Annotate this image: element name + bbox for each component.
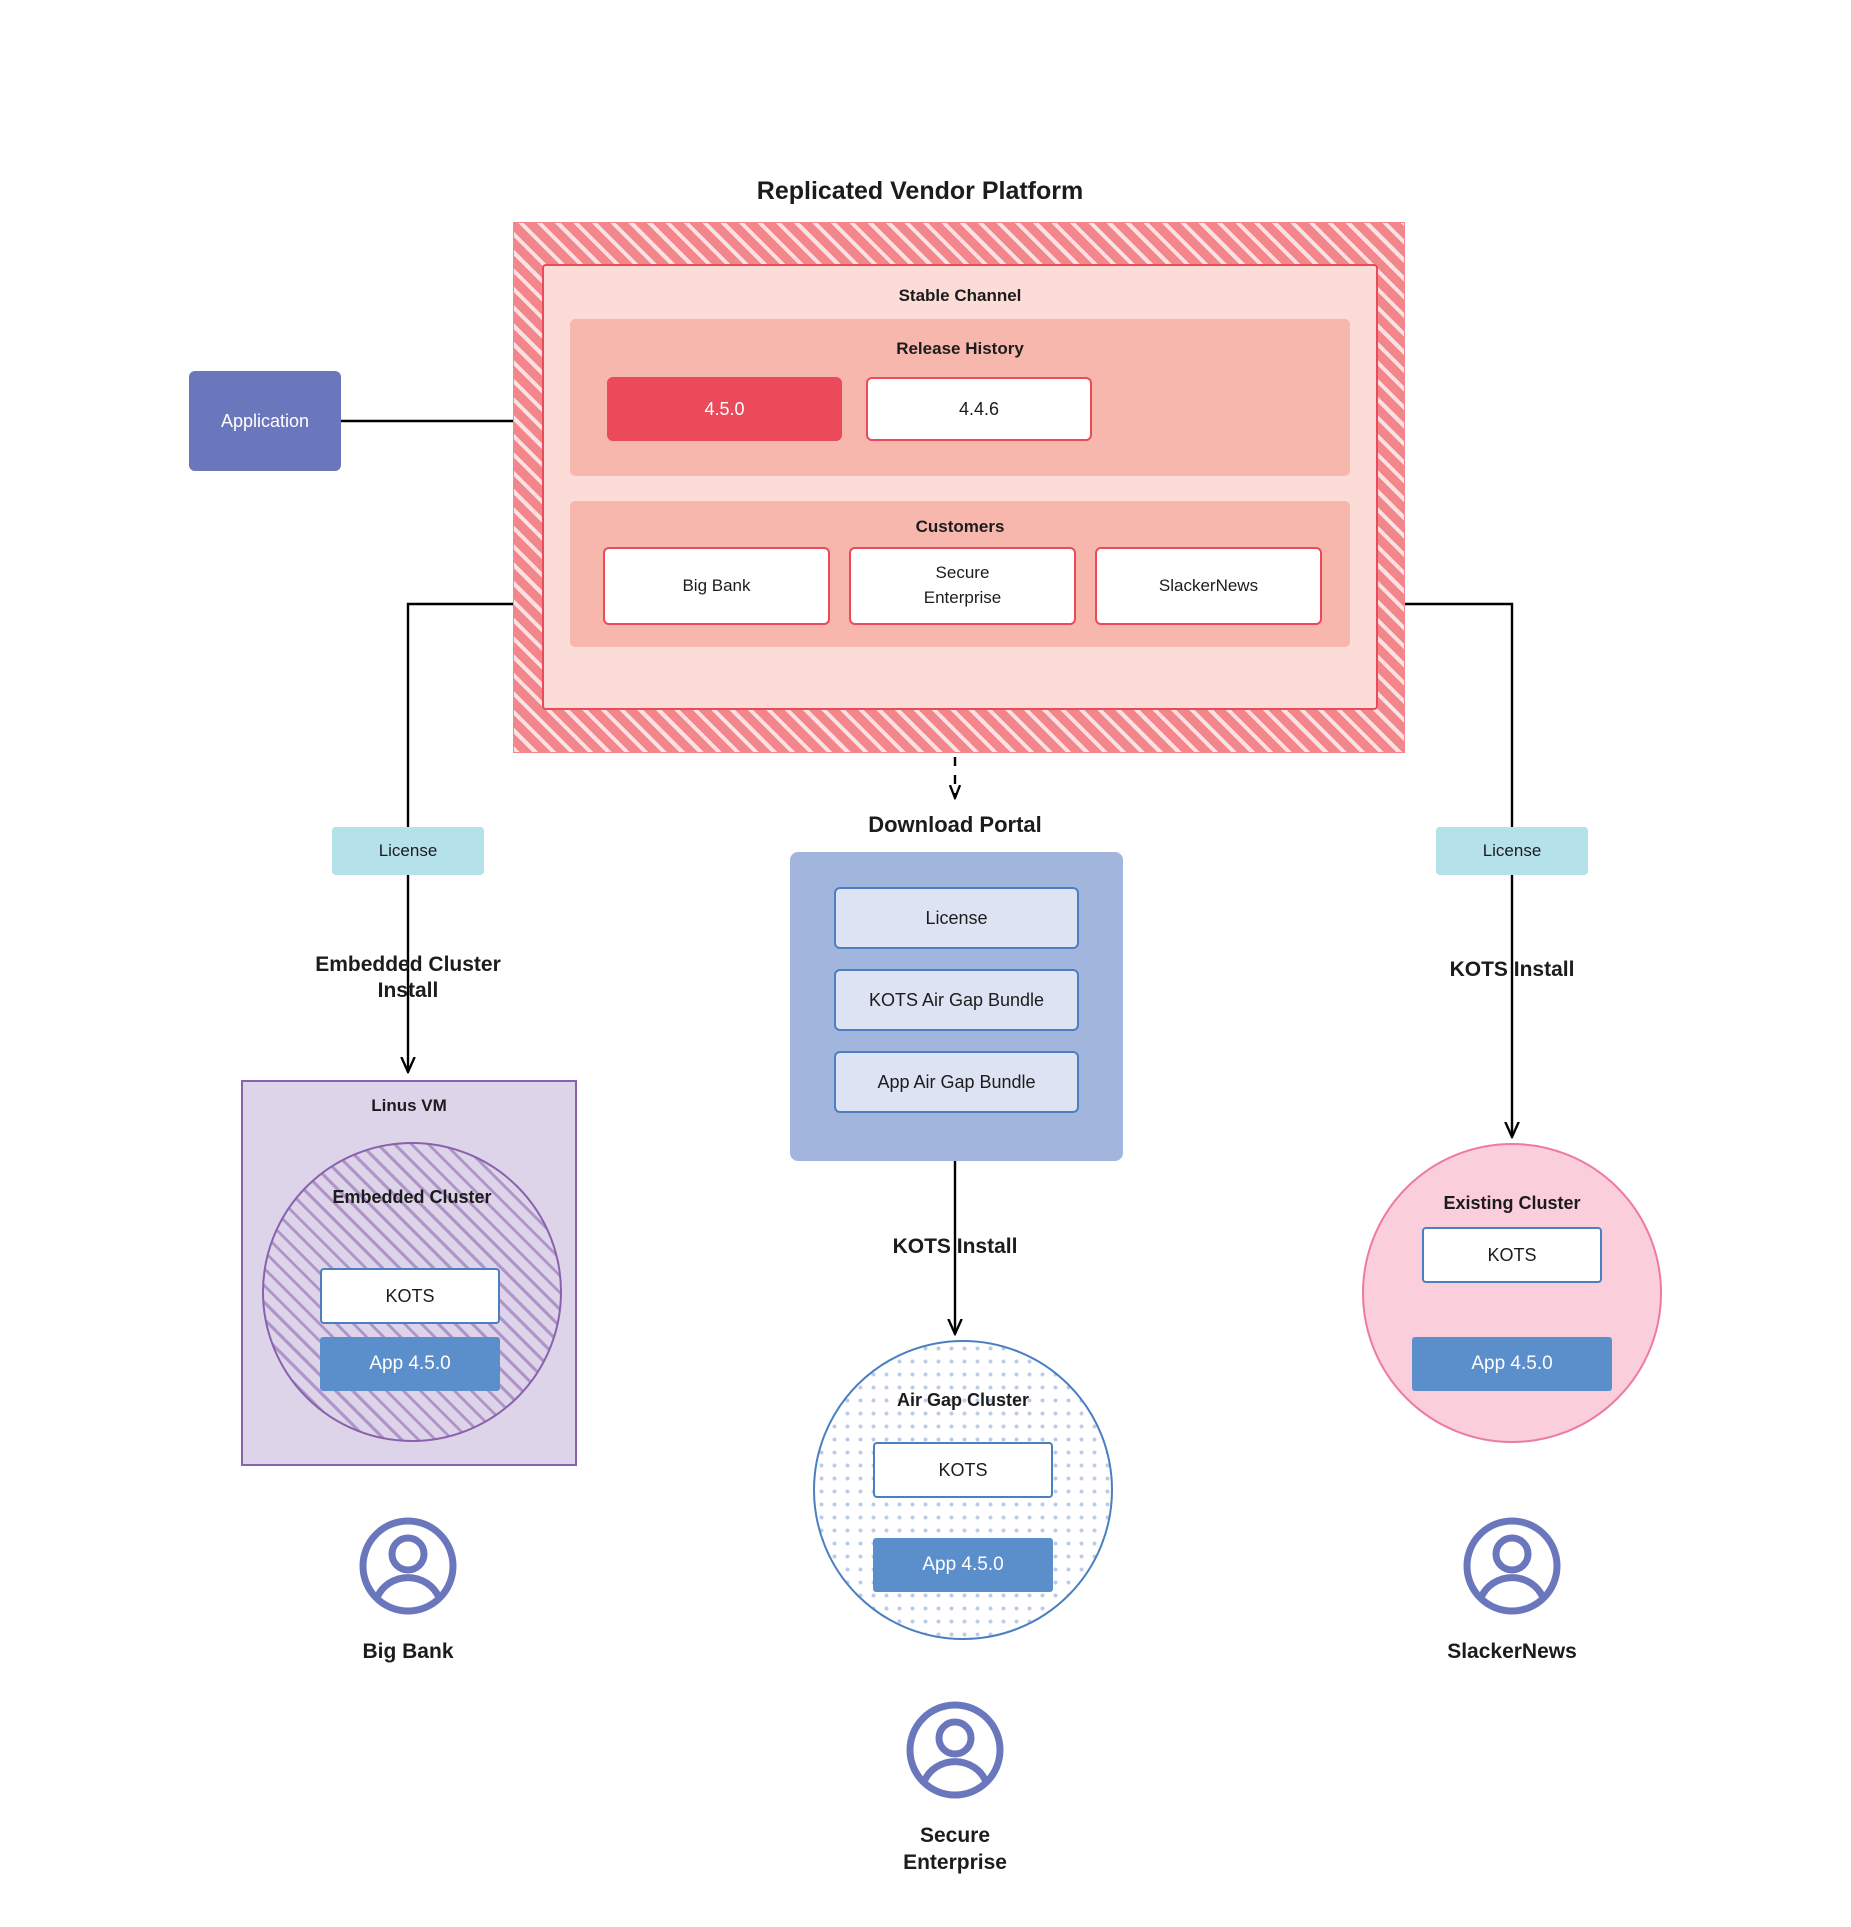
customers-container: Customers Big Bank Secure Enterprise Sla… <box>570 501 1350 647</box>
app-box-existing[interactable]: App 4.5.0 <box>1412 1337 1612 1391</box>
app-label: App 4.5.0 <box>922 1554 1004 1575</box>
customer-name: SlackerNews <box>1158 575 1259 595</box>
vendor-platform-container: Stable Channel Release History 4.5.0 4.4… <box>513 222 1405 753</box>
existing-cluster-title: Existing Cluster <box>1443 1193 1581 1213</box>
release-card-current[interactable]: 4.5.0 <box>607 377 842 441</box>
release-history-container: Release History 4.5.0 4.4.6 <box>570 319 1350 476</box>
customer-name: Big Bank <box>682 575 751 595</box>
stable-channel-container: Stable Channel Release History 4.5.0 4.4… <box>542 264 1378 710</box>
license-chip-right[interactable]: License <box>1436 827 1588 875</box>
kots-install-caption-right: KOTS Install <box>1449 957 1575 981</box>
kots-label: KOTS <box>385 1285 435 1306</box>
application-node[interactable]: Application <box>189 371 341 471</box>
release-card-older[interactable]: 4.4.6 <box>866 377 1092 441</box>
persona-label-slackernews: SlackerNews <box>1447 1640 1577 1663</box>
download-portal-caption: Download Portal <box>868 812 1042 837</box>
customer-name: Secure Enterprise <box>923 563 1002 607</box>
kots-install-caption-center: KOTS Install <box>892 1234 1018 1258</box>
embedded-cluster-title: Embedded Cluster <box>332 1187 492 1207</box>
customer-card-secure-enterprise[interactable]: Secure Enterprise <box>849 547 1076 625</box>
release-history-label: Release History <box>896 339 1024 358</box>
embedded-cluster-install-caption: Embedded Cluster Install <box>315 952 501 1002</box>
portal-item-label: License <box>925 907 988 928</box>
linux-vm-container: Linus VM Embedded Cluster KOTS App 4.5.0 <box>241 1080 577 1466</box>
application-label: Application <box>220 410 310 431</box>
persona-icon-slackernews <box>1463 1517 1561 1615</box>
portal-item-app-air-gap-bundle[interactable]: App Air Gap Bundle <box>834 1051 1079 1113</box>
stable-channel-label: Stable Channel <box>898 286 1022 305</box>
portal-item-label: KOTS Air Gap Bundle <box>868 989 1045 1010</box>
download-portal-container: License KOTS Air Gap Bundle App Air Gap … <box>790 852 1123 1161</box>
persona-label-secure-enterprise: Secure Enterprise <box>903 1824 1007 1875</box>
portal-item-label: App Air Gap Bundle <box>877 1071 1036 1092</box>
customer-card-big-bank[interactable]: Big Bank <box>603 547 830 625</box>
app-label: App 4.5.0 <box>369 1353 451 1374</box>
persona-icon-secure-enterprise <box>906 1701 1004 1799</box>
page-title: Replicated Vendor Platform <box>756 176 1084 205</box>
persona-label-big-bank: Big Bank <box>362 1640 454 1663</box>
release-version: 4.5.0 <box>704 398 745 419</box>
app-box-embedded[interactable]: App 4.5.0 <box>320 1337 500 1391</box>
license-label: License <box>378 841 438 860</box>
kots-box-embedded[interactable]: KOTS <box>320 1268 500 1324</box>
app-box-airgap[interactable]: App 4.5.0 <box>873 1538 1053 1592</box>
release-version: 4.4.6 <box>958 398 1000 419</box>
app-label: App 4.5.0 <box>1471 1353 1553 1374</box>
existing-cluster-circle: Existing Cluster <box>1362 1143 1662 1443</box>
customer-card-slackernews[interactable]: SlackerNews <box>1095 547 1322 625</box>
license-chip-left[interactable]: License <box>332 827 484 875</box>
kots-label: KOTS <box>1487 1244 1537 1265</box>
kots-box-airgap[interactable]: KOTS <box>873 1442 1053 1498</box>
portal-item-kots-air-gap-bundle[interactable]: KOTS Air Gap Bundle <box>834 969 1079 1031</box>
air-gap-cluster-title: Air Gap Cluster <box>896 1390 1030 1410</box>
persona-icon-big-bank <box>359 1517 457 1615</box>
kots-label: KOTS <box>938 1459 988 1480</box>
license-label: License <box>1482 841 1542 860</box>
linux-vm-title: Linus VM <box>371 1096 447 1115</box>
portal-item-license[interactable]: License <box>834 887 1079 949</box>
customers-label: Customers <box>915 517 1005 536</box>
kots-box-existing[interactable]: KOTS <box>1422 1227 1602 1283</box>
